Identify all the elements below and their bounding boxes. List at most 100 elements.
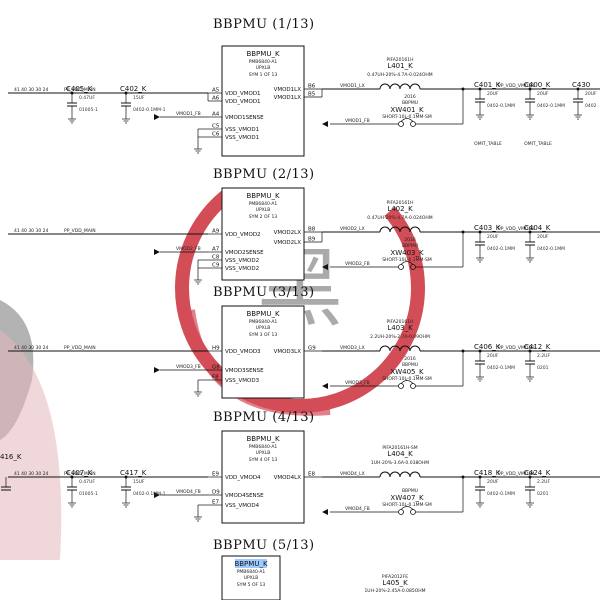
capacitor-value: 0.47UF (79, 479, 95, 485)
chip-package: UPXLB (256, 325, 271, 331)
capacitor-value: 20UF (487, 479, 499, 485)
chip-symbol (221, 187, 305, 281)
inductor-note: BBPMU (402, 362, 418, 368)
ground-icon (476, 254, 484, 263)
offpage-arrow-icon (322, 383, 328, 389)
capacitor-ref: C424_K (524, 469, 551, 477)
pin-name: VSS_VMOD3 (225, 378, 260, 384)
capacitor-value: 20UF (537, 91, 549, 97)
ground-icon (68, 499, 76, 508)
capacitor-value: 20UF (537, 234, 549, 240)
capacitor-value: 20UF (487, 353, 499, 359)
net-label-left: PP_VDD_MAIN (64, 228, 96, 234)
pin-name: VSS_VMOD2 (225, 266, 259, 272)
pin-number: B6 (308, 84, 316, 90)
inductor-ref: L402_K (387, 205, 413, 213)
pin-name: VMOD2SENSE (225, 250, 264, 256)
capacitor-ref: C407_K (66, 469, 93, 477)
inductor-value: 0.47UH-20%-4.7A-0.024OHM (367, 215, 433, 221)
chip-symbol-index: SYM 1 OF 13 (249, 72, 278, 78)
offpage-arrow-icon (154, 492, 160, 498)
capacitor-value: 0.47UF (79, 95, 95, 101)
inductor-ref: L401_K (387, 62, 413, 70)
capacitor-package: 0402-0.1MM (487, 103, 515, 109)
short-ref: XW405_K (390, 368, 424, 376)
capacitor-value: 20UF (487, 234, 499, 240)
pin-name: VDD_VMOD2 (225, 232, 261, 238)
pin-name: VSS_VMOD2 (225, 258, 259, 264)
inductor-partnumber: PIFA20161H (387, 57, 414, 63)
inductor-value: 2.2UH-20%-2.7A-0.09OHM (370, 334, 430, 340)
inductor-package: 2016 (404, 237, 416, 243)
short-value: SHORT-10L-0.1MM-SM (382, 502, 432, 508)
omit-table-note: OMIT_TABLE (524, 141, 552, 147)
pin-number: A5 (212, 88, 220, 94)
inductor-coil (379, 471, 421, 478)
inductor-package: 2016 (404, 356, 416, 362)
chip-package: UPXLB (256, 207, 271, 213)
capacitor-ref: C412_K (524, 343, 551, 351)
offpage-arrow-icon (154, 114, 160, 120)
pin-number: A4 (212, 112, 220, 118)
ground-icon (476, 499, 484, 508)
pin-name: VSS_VMOD1 (225, 135, 259, 141)
section-title: BBPMU (2/13) (213, 167, 315, 182)
short-arc (400, 380, 414, 384)
pin-number: C6 (212, 132, 220, 138)
inductor-coil (379, 83, 421, 90)
pin-number: A9 (212, 229, 220, 235)
inductor-value: 0.47UH-20%-4.7A-0.024OHM (367, 72, 433, 78)
pin-name: VMOD2LX (274, 230, 302, 236)
short-terminal-icon (410, 383, 416, 389)
chip-name: BBPMU_K (246, 50, 279, 58)
inductor-partnumber: PIFA20161H (387, 200, 414, 206)
capacitor-package: 0402-0.1MM (537, 103, 565, 109)
inductor-ref: L404_K (387, 450, 413, 458)
inductor-package: 2016 (404, 94, 416, 100)
pin-number: B9 (308, 237, 316, 243)
section-title: BBPMU (3/13) (213, 285, 315, 300)
inductor-note: BBPMU (402, 488, 418, 494)
short-arc (400, 506, 414, 510)
ground-icon (476, 373, 484, 382)
pin-name: VMOD3LX (274, 349, 302, 355)
capacitor-package: 0402-0.1MM (487, 365, 515, 371)
capacitor-ref: C403_K (474, 224, 501, 232)
rail-pin-numbers: 41 40 30 30 24 (14, 471, 48, 477)
offpage-arrow-icon (154, 249, 160, 255)
capacitor-value: 20UF (487, 91, 499, 97)
capacitor-package: 0402-0.1MM-1 (133, 107, 166, 113)
capacitor-ref-partial: 416_K (0, 453, 22, 461)
net-label-feedback: VMOD4_FB (345, 506, 370, 512)
pin-number: D9 (212, 490, 220, 496)
chip-symbol-index: SYM 5 OF 13 (237, 582, 266, 588)
inductor-coil (379, 226, 421, 233)
section-title: BBPMU (5/13) (213, 538, 315, 553)
capacitor-package: 0402-0.1MM-1 (133, 491, 166, 497)
capacitor-package: 0201 (537, 491, 549, 497)
rail-pin-numbers: 41 40 30 30 24 (14, 87, 48, 93)
chip-symbol-index: SYM 4 OF 13 (249, 457, 278, 463)
chip-part: PMB6840-A1 (249, 59, 278, 65)
chip-part: PMB6840-A1 (249, 201, 278, 207)
capacitor-value: 2.2UF (537, 353, 550, 359)
grey-watermark-blob (0, 300, 62, 560)
net-label-sense: VMOD1_FB (176, 111, 201, 117)
pin-number: E8 (308, 472, 315, 478)
pin-name: VDD_VMOD1 (225, 91, 261, 97)
capacitor-package: 0402-0.1MM (487, 491, 515, 497)
capacitor-ref: C405_K (66, 85, 93, 93)
net-label-left: PP_VDD_MAIN (64, 345, 96, 351)
inductor-ref: L405_K (382, 579, 408, 587)
pin-number: C9 (212, 263, 220, 269)
net-label-feedback: VMOD3_FB (345, 380, 370, 386)
net-label-out: PP_VDD_VMOD3 (498, 345, 535, 351)
